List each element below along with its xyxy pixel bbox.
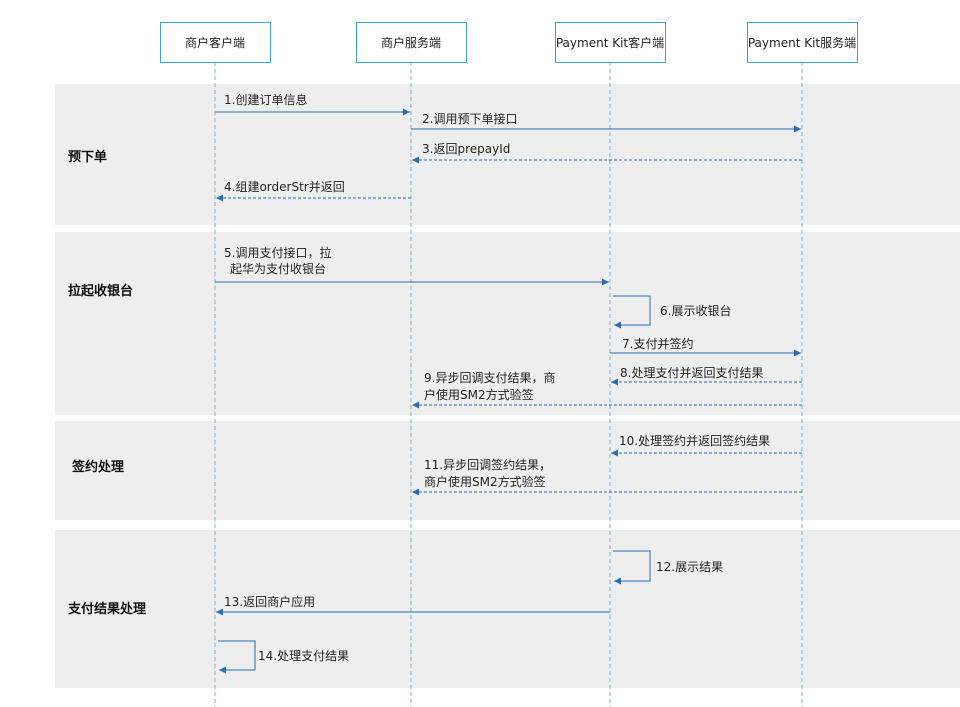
message-7-label: 7.支付并签约	[622, 336, 693, 351]
participant-merchant-client: 商户客户端	[160, 22, 271, 63]
participant-paymentkit-server: Payment Kit服务端	[747, 22, 858, 63]
participant-label: 商户客户端	[185, 35, 245, 50]
message-12-arrow	[613, 550, 651, 585]
lifelines	[214, 62, 803, 707]
message-8-label: 8.处理支付并返回支付结果	[620, 366, 763, 380]
participants: 商户客户端 商户服务端 Payment Kit客户端 Payment Kit服务…	[160, 22, 858, 63]
message-5-label-line-1: 5.调用支付接口，拉	[224, 245, 331, 260]
message-11-label-line-1: 11.异步回调签约结果，	[424, 457, 551, 472]
phase-labels: 预下单 拉起收银台 签约处理 支付结果处理	[67, 149, 146, 617]
participant-box	[160, 22, 271, 63]
participant-box	[356, 22, 467, 63]
message-arrows	[215, 108, 802, 674]
message-1-label: 1.创建订单信息	[224, 92, 307, 107]
message-12-label: 12.展示结果	[656, 560, 723, 574]
phase-bands	[55, 84, 960, 688]
message-labels: 1.创建订单信息 2.调用预下单接口 3.返回prepayId 4.组建orde…	[224, 92, 770, 663]
phase-label-open-cashier: 拉起收银台	[68, 283, 133, 299]
participant-merchant-server: 商户服务端	[356, 22, 467, 63]
participant-label: Payment Kit客户端	[556, 35, 664, 50]
message-10-label: 10.处理签约并返回签约结果	[619, 433, 770, 448]
participant-paymentkit-client: Payment Kit客户端	[555, 22, 666, 63]
message-13-label: 13.返回商户应用	[224, 594, 315, 609]
phase-band-signing	[55, 421, 960, 520]
message-4-label: 4.组建orderStr并返回	[224, 180, 345, 194]
message-14-label: 14.处理支付结果	[258, 649, 349, 663]
message-3-label: 3.返回prepayId	[422, 142, 510, 156]
message-5-label-line-2: 起华为支付收银台	[230, 261, 326, 276]
message-6-arrow	[613, 295, 651, 329]
phase-label-signing: 签约处理	[71, 459, 124, 475]
phase-band-open-cashier	[55, 232, 960, 415]
message-2-label: 2.调用预下单接口	[422, 111, 517, 126]
message-9-label-line-2: 户使用SM2方式验签	[424, 387, 534, 402]
participant-label: 商户服务端	[381, 35, 441, 50]
message-9-label-line-1: 9.异步回调支付结果，商	[424, 370, 555, 385]
message-11-label-line-2: 商户使用SM2方式验签	[424, 474, 546, 489]
phase-label-payment-result: 支付结果处理	[67, 601, 146, 617]
message-14-arrow	[218, 640, 256, 674]
participant-label: Payment Kit服务端	[748, 35, 856, 50]
phase-band-prepare-order	[55, 84, 960, 225]
message-6-label: 6.展示收银台	[660, 303, 731, 318]
participant-box	[555, 22, 666, 63]
participant-box	[747, 22, 858, 63]
phase-label-prepare-order: 预下单	[68, 149, 107, 165]
phase-band-payment-result	[55, 530, 960, 688]
